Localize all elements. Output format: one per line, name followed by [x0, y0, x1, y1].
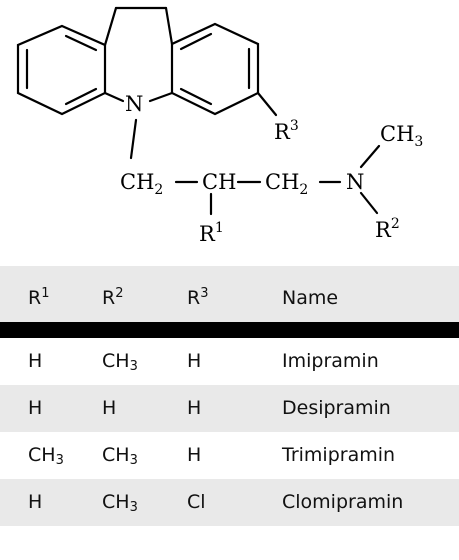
cell-name: Desipramin — [282, 397, 391, 419]
table-row: H CH3 Cl Clomipramin — [0, 479, 459, 526]
chemical-structure: N R3 CH2 CH CH2 N R1 CH3 R2 — [16, 6, 423, 246]
cell-name: Imipramin — [282, 350, 379, 372]
right-benzene-ring — [170, 22, 260, 116]
bond-n-r2 — [359, 191, 379, 215]
cell-r2: CH3 — [102, 491, 138, 515]
methyl-label: CH3 — [380, 122, 423, 150]
bond-right-ring-n — [148, 91, 174, 103]
chain-ch: CH — [202, 170, 236, 194]
ethylene-bridge — [103, 6, 174, 47]
bond-n-ch3 — [359, 144, 381, 169]
cell-r1: H — [28, 397, 43, 419]
ring-nitrogen-label: N — [125, 92, 143, 116]
bond-n-chain — [129, 118, 138, 160]
left-benzene-ring — [16, 24, 107, 116]
cell-r1: CH3 — [28, 444, 64, 468]
table-row: H H H Desipramin — [0, 385, 459, 432]
r2-substituent-label: R2 — [375, 216, 400, 242]
cell-r2: H — [102, 397, 117, 419]
header-r2: R2 — [102, 286, 124, 309]
header-r1: R1 — [28, 286, 50, 309]
cell-r1: H — [28, 350, 43, 372]
header-r3: R3 — [187, 286, 209, 309]
cell-r2: CH3 — [102, 350, 138, 374]
chain-ch2-second: CH2 — [265, 170, 308, 198]
cell-r3: Cl — [187, 491, 206, 513]
bond-left-ring-n — [103, 91, 125, 103]
cell-r3: H — [187, 397, 202, 419]
table-row: CH3 CH3 H Trimipramin — [0, 432, 459, 479]
bond-ring-r3 — [256, 91, 278, 117]
substituent-table: R1 R2 R3 Name H CH3 H Imipramin H H H De… — [0, 266, 459, 526]
r1-substituent-label: R1 — [199, 220, 224, 246]
table-row: H CH3 H Imipramin — [0, 338, 459, 385]
header-name: Name — [282, 287, 339, 309]
cell-name: Trimipramin — [282, 444, 396, 466]
r3-substituent-label: R3 — [274, 118, 299, 144]
cell-r3: H — [187, 350, 202, 372]
table-header-row: R1 R2 R3 Name — [0, 266, 459, 322]
cell-name: Clomipramin — [282, 491, 404, 513]
cell-r3: H — [187, 444, 202, 466]
cell-r2: CH3 — [102, 444, 138, 468]
cell-r1: H — [28, 491, 43, 513]
amine-nitrogen-label: N — [346, 170, 364, 194]
chain-ch2-first: CH2 — [120, 170, 163, 198]
header-divider — [0, 322, 459, 338]
